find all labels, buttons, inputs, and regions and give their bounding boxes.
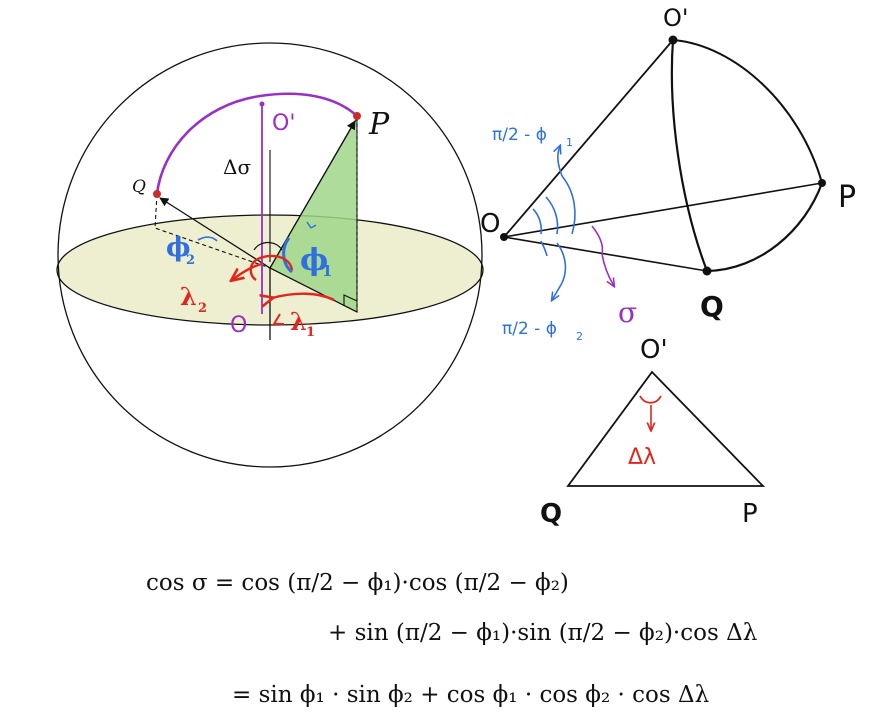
delta-lambda-arc [639,395,662,404]
label-lambda2: λ [180,282,197,311]
tetra-label-oprime: O' [663,4,689,32]
right-angle-mark [343,294,358,306]
sphere-figure: P Q Δσ O' O ϕ 1 ϕ 2 λ 2 λ 1 [56,42,484,468]
great-circle-arc [155,92,359,196]
tetra-angle-arc-1 [532,208,543,235]
delta-sigma-arc [253,241,283,251]
label-phi2-sub: 2 [186,253,195,268]
sphere-outline [57,42,483,468]
tetrahedron-figure: O' O P Q π/2 - ϕ 1 π/2 - ϕ 2 σ [480,4,856,343]
arc-oprime-q [670,39,709,272]
vector-oq [159,197,271,269]
label-o-sphere: O [230,313,247,338]
label-p: P [368,107,390,142]
label-phi2: ϕ [166,233,190,263]
tetra-label-o: O [480,209,500,239]
lambda1-arc [272,292,335,300]
tetra-label-top-angle-sub: 1 [566,136,573,149]
arc-q-p [706,182,824,273]
label-lambda1: λ [290,307,307,336]
tetra-label-sigma: σ [618,296,637,329]
tetra-point-o [500,233,508,241]
label-phi1: ϕ [300,243,328,278]
label-lambda2-sub: 2 [198,301,207,316]
label-lambda1-sub: 1 [306,325,315,340]
o-prime-point [259,101,265,107]
tetra-angle-arc-4 [540,240,548,257]
edge-o-q [503,236,708,272]
tetra-point-oprime [668,35,678,45]
point-p [353,112,361,120]
tetra-label-q: Q [700,290,724,323]
edge-o-p [503,182,823,238]
label-q: Q [132,177,146,197]
formula-block: cos σ = cos (π/2 − ϕ₁)·cos (π/2 − ϕ₂) + … [146,570,757,708]
lambda1-hook [272,313,284,325]
formula-line-3: = sin ϕ₁ · sin ϕ₂ + cos ϕ₁ · cos ϕ₂ · co… [232,682,709,708]
triangle-label-oprime: O' [640,335,668,365]
triangle-label-delta-lambda: Δλ [628,445,656,470]
edge-o-oprime [503,39,674,238]
tetra-label-p: P [838,180,856,215]
tetra-angle-arc-2 [545,196,559,235]
tetra-point-p [818,179,826,187]
phi2-arc [197,236,218,242]
label-phi1-sub: 1 [322,262,332,280]
tetra-sigma-pointer [601,253,614,286]
tetra-bottom-pointer [552,282,563,300]
point-q [153,190,161,198]
formula-line-1: cos σ = cos (π/2 − ϕ₁)·cos (π/2 − ϕ₂) [146,570,569,596]
triangle-label-p: P [742,499,758,529]
formula-line-2: + sin (π/2 − ϕ₁)·sin (π/2 − ϕ₂)·cos Δλ [328,620,757,646]
tetra-sigma-arc [591,225,604,255]
tetra-angle-arc-3 [561,175,576,235]
tetra-top-pointer [558,146,563,177]
tetra-label-bottom-angle: π/2 - ϕ [502,319,557,339]
phi1-tick [306,221,317,229]
tetra-angle-arc-5 [556,242,567,284]
p-projection [269,267,358,313]
arc-oprime-p [672,39,823,184]
triangle-outline [566,370,766,487]
tetra-point-q [702,266,712,276]
phi1-arc [282,237,294,274]
q-dropline [154,193,271,269]
lambda2-arc [232,254,294,280]
triangle-figure: O' Q P Δλ [540,335,766,529]
tetra-label-top-angle: π/2 - ϕ [492,125,547,145]
tetra-label-bottom-angle-sub: 2 [576,330,583,343]
triangle-label-q: Q [540,499,562,529]
label-o-prime-sphere: O' [272,111,295,136]
label-delta-sigma: Δσ [223,155,251,179]
